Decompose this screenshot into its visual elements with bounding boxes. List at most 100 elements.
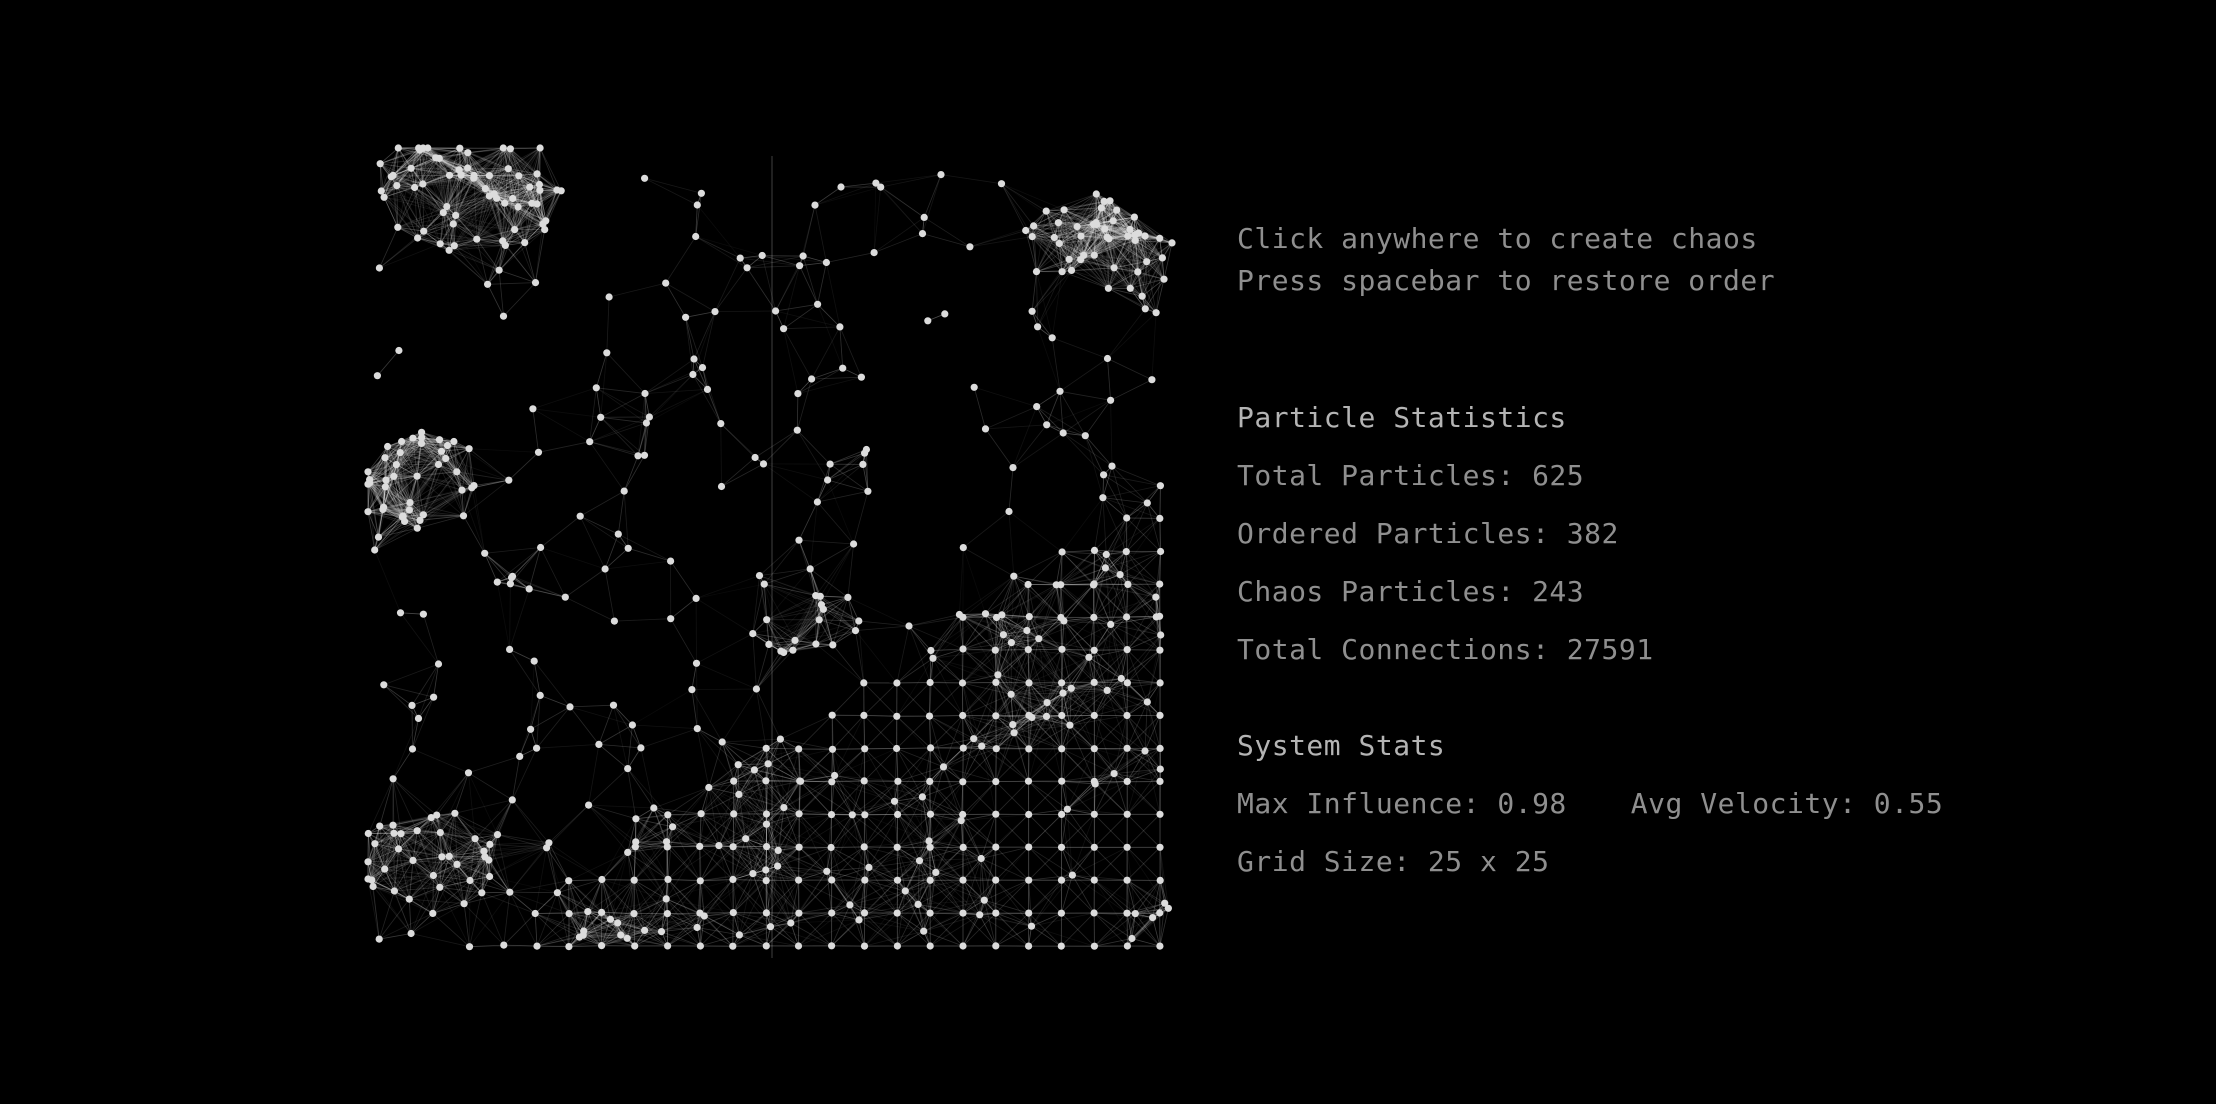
connection-line [1012, 682, 1030, 725]
connection-line [496, 186, 530, 199]
connection-line [505, 186, 531, 246]
connection-line [540, 547, 606, 570]
connection-line [644, 177, 698, 206]
connection-line [374, 549, 401, 613]
connection-line [1056, 584, 1095, 618]
connection-line [517, 190, 562, 208]
connection-line [1055, 584, 1062, 618]
connection-line [855, 630, 865, 683]
connection-line [1112, 220, 1148, 262]
connection-line [962, 634, 1004, 650]
connection-line [1058, 220, 1114, 224]
connection-line [809, 501, 818, 569]
connection-line [752, 873, 792, 924]
connection-line [1013, 575, 1057, 586]
connection-line [1003, 634, 1030, 684]
connection-line [595, 387, 602, 418]
connection-line [1113, 750, 1146, 774]
connection-line [1108, 287, 1146, 310]
connection-line [454, 799, 513, 814]
connection-line [391, 174, 450, 178]
connection-line [880, 186, 925, 218]
connection-line [467, 147, 504, 154]
connection-line [1068, 235, 1128, 260]
connection-line [502, 203, 538, 242]
connection-line [1084, 435, 1104, 498]
connection-line [459, 147, 486, 189]
connection-line [514, 190, 541, 230]
connection-line [623, 455, 645, 492]
connection-line [548, 804, 589, 844]
connection-line [831, 879, 851, 906]
connection-line [439, 158, 509, 170]
connection-line [524, 173, 538, 243]
connection-line [1046, 682, 1095, 703]
connection-line [1059, 222, 1097, 244]
connection-line [1138, 232, 1165, 280]
connection-line [505, 220, 547, 246]
connection-line [381, 190, 447, 207]
connection-line [473, 177, 540, 185]
connection-line [708, 763, 769, 788]
connection-line [489, 175, 538, 205]
connection-line [379, 147, 399, 165]
connection-line [849, 904, 919, 906]
connection-line [756, 652, 785, 690]
connection-line [1001, 584, 1061, 616]
connection-line [427, 147, 468, 154]
connection-line [783, 326, 840, 330]
connection-line [468, 756, 520, 774]
connection-line [702, 311, 716, 368]
connection-line [696, 663, 698, 729]
connection-line [439, 158, 460, 171]
connection-lines [367, 147, 1173, 948]
connection-line [858, 880, 866, 920]
connection-line [1012, 692, 1064, 725]
connection-line [666, 787, 710, 842]
particle-canvas[interactable] [360, 140, 1180, 970]
connection-line [1012, 724, 1070, 726]
connection-line [476, 203, 538, 240]
connection-line [532, 408, 590, 443]
connection-line [467, 167, 509, 170]
connection-line [1113, 267, 1131, 289]
connection-line [414, 187, 425, 232]
connection-line [505, 203, 538, 246]
connection-line [1033, 222, 1059, 227]
connection-line [708, 787, 720, 846]
connection-line [1077, 216, 1135, 227]
connection-line [1137, 271, 1157, 313]
connection-line [565, 596, 615, 622]
connection-line [1083, 207, 1102, 256]
connection-line [473, 177, 515, 230]
connection-line [443, 202, 505, 213]
connection-line [398, 147, 468, 154]
connection-line [502, 147, 506, 204]
connection-line [1011, 642, 1048, 703]
connection-line [485, 188, 513, 199]
connection-line [699, 873, 754, 914]
connection-line [473, 173, 538, 179]
connection-line [422, 183, 448, 207]
connection-line [685, 317, 694, 375]
connection-line [439, 223, 454, 245]
connection-line [514, 175, 520, 230]
connection-line [414, 187, 418, 239]
connection-line [438, 158, 444, 213]
connection-line [1088, 657, 1128, 716]
connection-line [940, 174, 1002, 185]
connection-line [1001, 614, 1064, 622]
connection-line [512, 190, 562, 199]
connection-line [1084, 400, 1111, 436]
connection-line [1071, 226, 1078, 271]
connection-line [1093, 255, 1109, 289]
connection-line [423, 223, 454, 232]
connection-line [644, 358, 695, 394]
connection-line [1080, 193, 1097, 260]
connection-line [1088, 649, 1128, 658]
connection-line [997, 634, 1004, 675]
connection-line [1068, 222, 1097, 260]
connection-line [435, 157, 475, 176]
connection-line [467, 167, 538, 175]
connection-line [1032, 236, 1060, 244]
